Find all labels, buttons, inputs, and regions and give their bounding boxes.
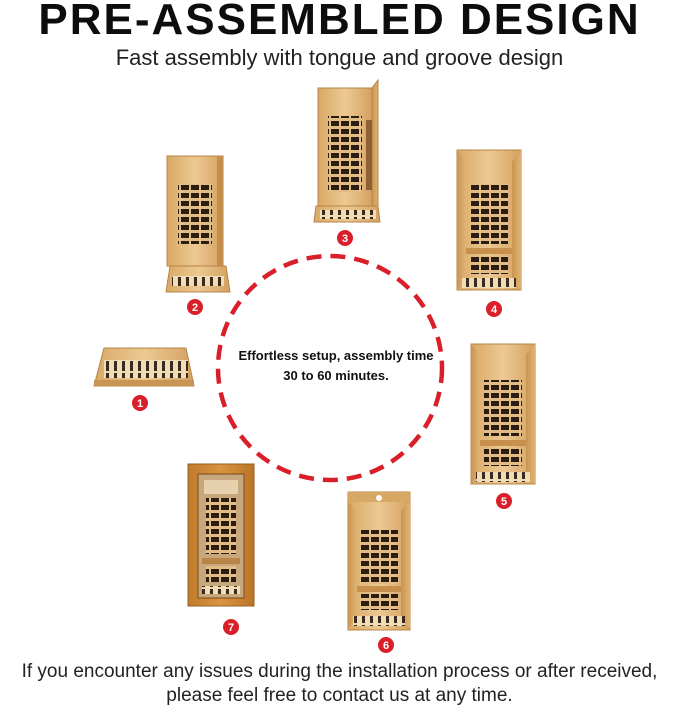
footer-line-2: please feel free to contact us at any ti… [166,685,513,706]
footer-line-1: If you encounter any issues during the i… [21,661,658,682]
step-5-bench-installed [470,343,536,485]
step-2-back-wall [165,155,231,293]
svg-text:7: 7 [228,622,234,634]
support-footer: If you encounter any issues during the i… [0,660,679,708]
svg-text:4: 4 [491,304,498,316]
step-6-badge: 6 [378,637,394,653]
assembly-time-line-1: Effortless setup, assembly time [238,348,434,363]
page-title: PRE-ASSEMBLED DESIGN [38,0,641,44]
svg-text:3: 3 [342,233,348,245]
svg-text:2: 2 [192,302,198,314]
step-7-badge: 7 [223,619,239,635]
step-4-badge: 4 [486,301,502,317]
step-1-badge: 1 [132,395,148,411]
assembly-time-note: Effortless setup, assembly time 30 to 60… [206,346,466,386]
svg-text:1: 1 [137,398,143,410]
step-1-floor-panel [93,347,195,387]
step-3-badge: 3 [337,230,353,246]
step-6-roof-installed [347,491,411,631]
step-5-badge: 5 [496,493,512,509]
svg-text:6: 6 [383,640,389,652]
svg-text:5: 5 [501,496,507,508]
step-2-badge: 2 [187,299,203,315]
step-4-both-side-walls [456,149,522,291]
center-dashed-circle [215,253,445,483]
step-7-door-installed [187,463,255,607]
assembly-time-line-2: 30 to 60 minutes. [283,368,389,383]
step-3-side-wall [313,78,381,223]
page-subtitle: Fast assembly with tongue and groove des… [115,45,564,70]
